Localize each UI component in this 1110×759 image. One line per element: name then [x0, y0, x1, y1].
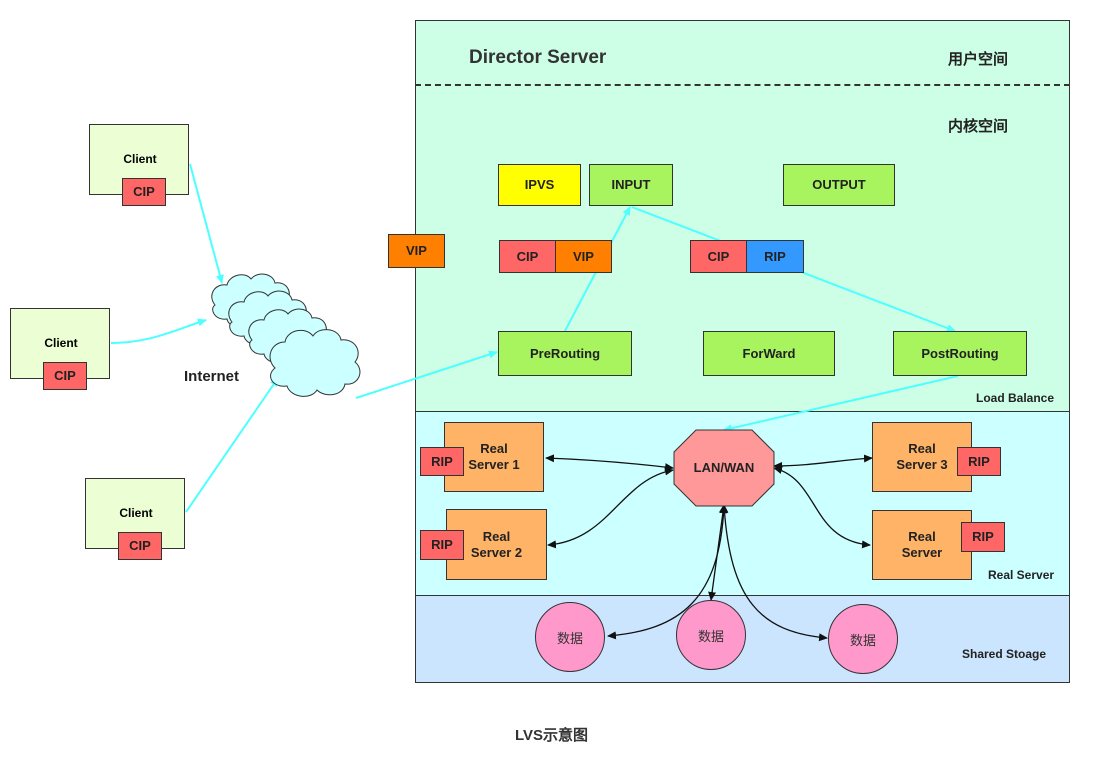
internet-to-prerouting-arrow [355, 350, 498, 399]
real-server-line2: Server 2 [470, 544, 523, 560]
lan-to-data2-link [708, 504, 727, 601]
real-server-2-rip-tag: RIP [420, 530, 464, 560]
client-label: Client [44, 336, 78, 350]
lan-to-server2-link [547, 467, 674, 549]
client-label: Client [123, 152, 157, 166]
lan-to-server3-link [773, 454, 873, 470]
diagram-caption: LVS示意图 [515, 727, 589, 744]
postrouting-to-lan-arrow [723, 375, 959, 433]
real-server-4: Real Server [872, 510, 972, 580]
director-server-title: Director Server [469, 47, 607, 68]
kernel-space-label: 内核空间 [948, 118, 1009, 135]
client-cip-tag: CIP [43, 362, 87, 390]
real-server-3-rip-tag: RIP [957, 447, 1001, 476]
shared-storage-label: Shared Stoage [962, 647, 1047, 661]
real-server-1-rip-tag: RIP [420, 447, 464, 476]
ipvs-box: IPVS [498, 164, 581, 206]
client-node-2: Client CIP [10, 308, 110, 390]
lan-to-data3-link [720, 504, 828, 642]
packet-cip-tag: CIP [499, 240, 556, 273]
real-server-4-rip-tag: RIP [961, 522, 1005, 552]
postrouting-chain-box: PostRouting [893, 331, 1027, 376]
user-space-label: 用户空间 [948, 51, 1009, 68]
packet-vip-tag: VIP [555, 240, 612, 273]
real-server-line1: Real [480, 441, 508, 456]
vip-tag: VIP [388, 234, 445, 268]
client3-to-internet-arrow [185, 377, 279, 513]
output-chain-box: OUTPUT [783, 164, 895, 206]
input-chain-box: INPUT [589, 164, 673, 206]
client-node-3: Client CIP [85, 478, 185, 560]
client2-to-internet-arrow [110, 318, 207, 344]
real-server-zone-label: Real Server [988, 568, 1055, 582]
internet-label: Internet [184, 368, 240, 385]
packet-rip-tag: RIP [746, 240, 804, 273]
internet-cloud-icon [211, 273, 361, 397]
client1-to-internet-arrow [189, 163, 224, 284]
user-kernel-divider [415, 84, 1070, 86]
lan-to-server1-link [545, 454, 674, 472]
load-balance-label: Load Balance [976, 391, 1055, 405]
real-server-line2: Server 3 [896, 457, 948, 472]
prerouting-chain-box: PreRouting [498, 331, 632, 376]
client-label: Client [119, 506, 153, 520]
real-server-3: Real Server 3 [872, 422, 972, 492]
real-server-line2: Server 1 [468, 457, 520, 472]
client-node-1: Client CIP [89, 124, 189, 206]
real-server-line1: Real [908, 529, 936, 544]
client-cip-tag: CIP [118, 532, 162, 560]
real-server-line1: Real [482, 528, 511, 544]
forward-chain-box: ForWard [703, 331, 835, 376]
packet-cip-tag-2: CIP [690, 240, 747, 273]
client-cip-tag: CIP [122, 178, 166, 206]
real-server-line1: Real [908, 441, 936, 456]
data-store-3: 数据 [828, 604, 898, 674]
real-server-line2: Server [901, 545, 943, 560]
lan-to-server4-link [773, 466, 871, 549]
data-store-2: 数据 [676, 600, 746, 670]
data-store-1: 数据 [535, 602, 605, 672]
lan-wan-label: LAN/WAN [693, 460, 755, 475]
